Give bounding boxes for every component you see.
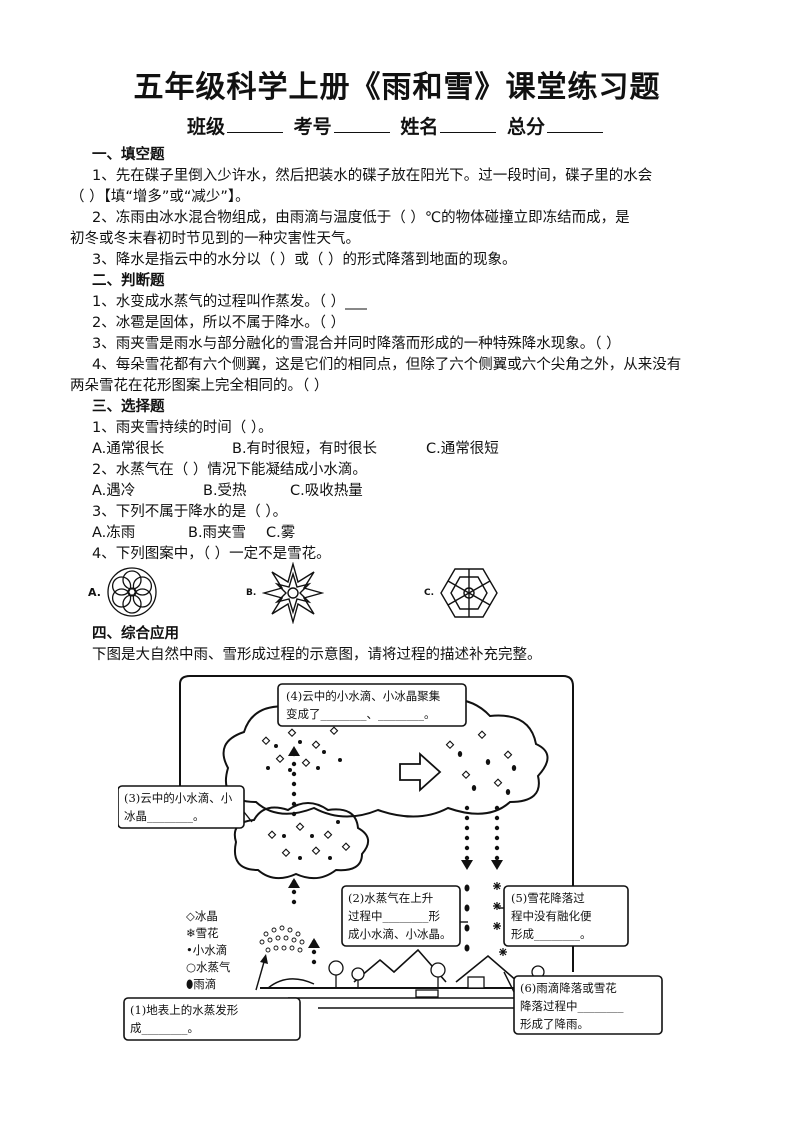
s2-q1: 1、水变成水蒸气的过程叫作蒸发。（ ）___ [92,294,367,310]
legend-snowflake: ❄雪花 [186,926,219,940]
s3-q3-option-c: C.雾 [266,525,296,541]
exam-number-blank[interactable] [333,114,390,133]
section1-heading: 一、填空题 [92,147,165,163]
s3-q1-option-a: A.通常很长 [92,441,165,457]
snowflake-pattern-c-icon[interactable] [440,566,498,620]
section3-heading: 三、选择题 [92,399,165,415]
s3-q2: 2、水蒸气在（ ）情况下能凝结成小水滴。 [92,462,367,478]
exam-number-label: 考号 [293,116,332,138]
section4-heading: 四、综合应用 [92,626,179,642]
s1-q2-line2: 初冬或冬末春初时节见到的一种灾害性天气。 [70,231,360,247]
box4-line2: 变成了________、________。 [286,707,436,721]
legend-ice-crystal: ◇冰晶 [186,909,218,923]
flake-option-b-label: B. [246,588,257,598]
s3-q2-option-b: B.受热 [203,483,247,499]
page-title: 五年级科学上册《雨和雪》课堂练习题 [133,70,661,105]
box3-line1: (3)云中的小水滴、小 [124,791,233,805]
legend-water-vapor: ○水蒸气 [186,960,231,974]
flake-option-a-label: A. [88,586,101,599]
s3-q1: 1、雨夹雪持续的时间（ ）。 [92,420,273,436]
section2-heading: 二、判断题 [92,273,165,289]
s3-q3-option-a: A.冻雨 [92,525,136,541]
box5-line3: 形成________。 [511,927,592,941]
s1-q1-line1: 1、先在碟子里倒入少许水，然后把装水的碟子放在阳光下。过一段时间，碟子里的水会 [92,168,653,184]
diagram-legend: ◇冰晶 ❄雪花 •小水滴 ○水蒸气 ⬮雨滴 [186,908,231,993]
box1-line1: (1)地表上的水蒸发形 [130,1003,239,1017]
legend-raindrop: ⬮雨滴 [186,977,217,991]
flake-option-c-label: C. [424,588,435,598]
s3-q3-option-b: B.雨夹雪 [188,525,247,541]
s2-q4-line1: 4、每朵雪花都有六个侧翼，这是它们的相同点，但除了六个侧翼或六个尖角之外，从来没… [92,357,682,373]
class-label: 班级 [187,116,226,138]
class-blank[interactable] [227,114,284,133]
s1-q1-line2: （ ）【填“增多”或“减少”】。 [70,189,250,205]
name-blank[interactable] [440,114,497,133]
box2-line2: 过程中________形 [348,909,440,923]
rain-snow-diagram: (4)云中的小水滴、小冰晶聚集 变成了________、________。 (3… [118,672,678,1052]
s1-q3: 3、降水是指云中的水分以（ ）或（ ）的形式降落到地面的现象。 [92,252,517,268]
box6-line3: 形成了降雨。 [520,1017,589,1031]
s2-q3: 3、雨夹雪是雨水与部分融化的雪混合并同时降落而形成的一种特殊降水现象。（ ） [92,336,621,352]
s3-q1-option-c: C.通常很短 [426,441,499,457]
box2-line1: (2)水蒸气在上升 [348,891,434,905]
box5-line1: (5)雪花降落过 [511,891,585,905]
s2-q2: 2、冰雹是固体，所以不属于降水。（ ） [92,315,346,331]
section4-intro: 下图是大自然中雨、雪形成过程的示意图，请将过程的描述补充完整。 [92,647,542,663]
s1-q2-line1: 2、冻雨由冰水混合物组成，由雨滴与温度低于（ ）℃的物体碰撞立即冻结而成，是 [92,210,630,226]
s3-q4: 4、下列图案中，（ ）一定不是雪花。 [92,546,331,562]
legend-water-droplet: •小水滴 [186,943,228,957]
box2-line3: 成小水滴、小冰晶。 [348,927,452,941]
flower-pattern-a-icon[interactable] [106,566,158,618]
star-pattern-b-icon[interactable] [262,562,324,624]
score-label: 总分 [506,116,545,138]
s2-q4-line2: 两朵雪花在花形图案上完全相同的。（ ） [70,378,329,394]
s3-q2-option-c: C.吸收热量 [290,483,363,499]
s3-q1-option-b: B.有时很短，有时很长 [232,441,378,457]
s3-q2-option-a: A.遇冷 [92,483,136,499]
box6-line2: 降落过程中________ [520,999,624,1013]
box4-line1: (4)云中的小水滴、小冰晶聚集 [286,689,441,703]
box5-line2: 程中没有融化便 [511,909,592,923]
box6-line1: (6)雨滴降落或雪花 [520,981,617,995]
box1-line2: 成________。 [130,1021,199,1035]
name-label: 姓名 [400,116,439,138]
student-info-line: 班级 考号 姓名 总分 [0,112,794,139]
diagram-drawing [118,675,663,1041]
score-blank[interactable] [546,114,603,133]
s3-q3: 3、下列不属于降水的是（ ）。 [92,504,288,520]
box3-line2: 冰晶________。 [124,809,205,823]
